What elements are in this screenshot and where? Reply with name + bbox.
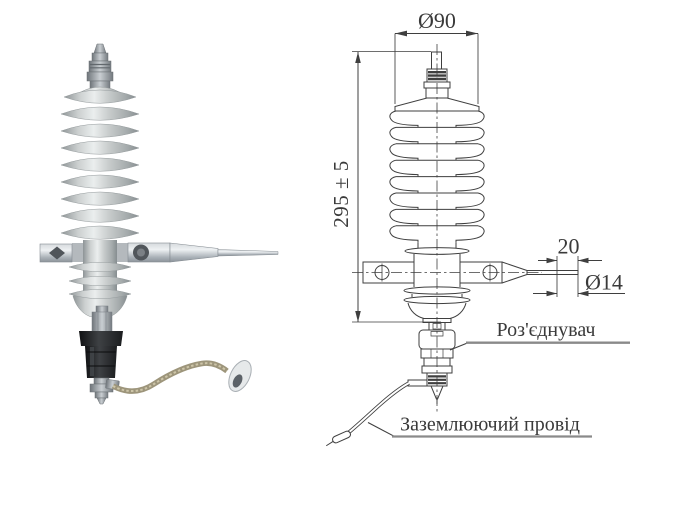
photo-bracket-blade xyxy=(169,242,219,263)
callout-ground-wire: Заземлюючий провід xyxy=(400,414,580,436)
dimension-top-diameter: Ø90 xyxy=(418,8,456,33)
drawing-top-terminal xyxy=(394,51,480,112)
photo-bracket xyxy=(39,242,279,263)
drawing-ground-wire xyxy=(325,381,410,447)
photo-insulator-shed xyxy=(60,106,140,121)
drawing-insulator-shed xyxy=(389,192,485,210)
photo-insulator-shed xyxy=(60,208,140,223)
photo-wire-lug xyxy=(228,360,252,392)
photo-disconnector xyxy=(79,331,123,378)
dimension-overall-height: 295 ± 5 xyxy=(329,160,353,228)
drawing-insulator-shed xyxy=(389,126,485,144)
photo-top-terminal xyxy=(86,43,114,91)
drawing-insulator-shed xyxy=(389,143,485,161)
drawing-insulator-shed xyxy=(389,110,485,128)
drawing-insulator-shed xyxy=(389,159,485,177)
photo-insulator-shed xyxy=(60,225,140,240)
callout-disconnector: Роз'єднувач xyxy=(497,319,596,341)
photo-insulator-shed xyxy=(60,123,140,138)
photo-insulator-shed xyxy=(60,174,140,189)
dimension-arrows xyxy=(355,30,589,322)
drawing-insulator-shed xyxy=(389,176,485,193)
photo-lower-rings xyxy=(68,262,132,299)
callout-leaders xyxy=(367,341,630,438)
photo-insulator-shed xyxy=(60,191,140,206)
product-photo xyxy=(39,43,279,405)
photo-insulator-shed xyxy=(63,89,137,104)
photo-insulator-shed xyxy=(60,157,140,172)
photo-bracket-left-hole xyxy=(49,246,65,260)
dimension-terminal-width: 20 xyxy=(558,234,580,259)
drawing-sheds xyxy=(389,110,485,243)
dimension-hole-diameter: Ø14 xyxy=(585,270,623,295)
photo-sheds xyxy=(60,89,140,240)
drawing-bracket-zone xyxy=(362,242,579,323)
drawing-insulator-shed xyxy=(389,225,485,243)
photo-insulator-shed xyxy=(60,140,140,155)
engineering-drawing xyxy=(325,30,630,447)
photo-ground-wire xyxy=(105,360,229,394)
drawing-insulator-shed xyxy=(389,208,485,226)
photo-lower-fitting xyxy=(91,305,113,333)
drawing-disconnector xyxy=(407,322,456,404)
